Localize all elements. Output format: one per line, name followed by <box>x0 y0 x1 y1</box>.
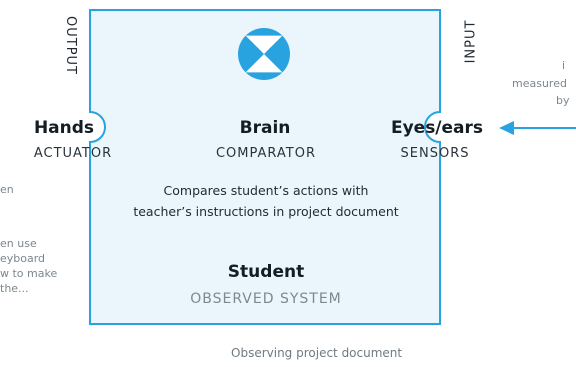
system-title: Student <box>227 262 305 282</box>
sensors-label: SENSORS <box>400 146 470 161</box>
right-fragment-line-3: by <box>556 94 570 107</box>
observing-caption: Observing project document <box>231 346 403 360</box>
left-fragment-line-1: en <box>0 183 14 196</box>
output-label: OUTPUT <box>62 16 78 75</box>
actuator-label: ACTUATOR <box>33 146 113 161</box>
input-label: INPUT <box>463 19 479 64</box>
right-fragment-line-2: measured <box>512 77 567 90</box>
input-arrow <box>499 121 576 135</box>
ball-icon <box>238 28 290 80</box>
hands-title: Hands <box>33 118 95 138</box>
comparator-description: Compares student’s actions with teacher’… <box>133 180 398 222</box>
left-fragment-line-2: en use <box>0 237 37 250</box>
eyes-ears-title: Eyes/ears <box>390 118 484 138</box>
left-fragment-text: en use eyboard w to make the... <box>0 236 57 296</box>
left-fragment-line-4: w to make <box>0 267 58 280</box>
right-fragment-line-1: i <box>562 59 566 72</box>
description-line-1: Compares student’s actions with <box>163 183 369 198</box>
comparator-label: COMPARATOR <box>215 146 317 161</box>
system-subtitle: OBSERVED SYSTEM <box>190 291 342 307</box>
description-line-2: teacher’s instructions in project docume… <box>133 204 399 219</box>
left-fragment-line-3: eyboard <box>0 252 46 265</box>
left-fragment-line-5: the... <box>0 282 29 295</box>
brain-title: Brain <box>239 118 291 138</box>
system-box <box>89 9 441 325</box>
